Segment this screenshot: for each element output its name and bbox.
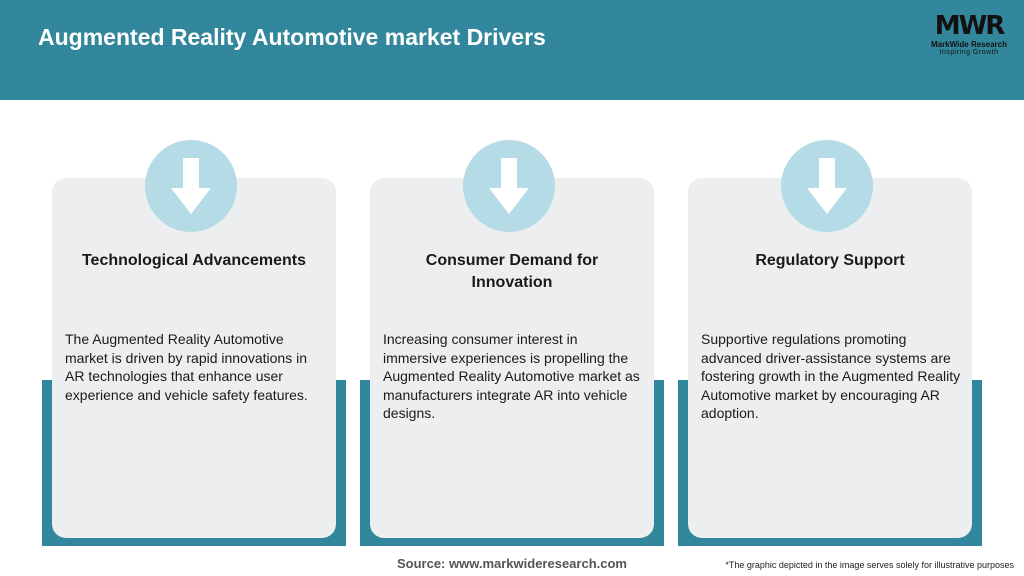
logo-name: MarkWide Research <box>931 40 1007 49</box>
driver-card-3: Regulatory Support Supportive regulation… <box>678 140 992 546</box>
illustrative-disclaimer: *The graphic depicted in the image serve… <box>725 560 1014 570</box>
card-title: Regulatory Support <box>755 252 905 269</box>
logo-tagline: Inspiring Growth <box>939 49 999 56</box>
card-title: Technological Advancements <box>81 252 307 269</box>
card-panel: Regulatory Support Supportive regulation… <box>688 140 972 538</box>
card-panel: Technological Advancements The Augmented… <box>52 140 336 538</box>
source-credit: Source: www.markwideresearch.com <box>396 556 627 571</box>
page-title: Augmented Reality Automotive market Driv… <box>38 24 546 50</box>
card-description: The Augmented Reality Automotive market … <box>65 331 308 403</box>
driver-card-1: Technological Advancements The Augmented… <box>42 140 356 546</box>
card-panel: Consumer Demand for Innovation Increasin… <box>370 140 654 538</box>
card-description: Supportive regulations promoting advance… <box>701 331 961 421</box>
driver-card-2: Consumer Demand for Innovation Increasin… <box>360 140 674 546</box>
logo-mark: MWR <box>934 11 1006 41</box>
card-description: Increasing consumer interest in immersiv… <box>383 331 640 421</box>
brand-logo: MWR MarkWide Research Inspiring Growth <box>924 12 1014 58</box>
down-arrow-icon <box>145 140 237 232</box>
header-banner: Augmented Reality Automotive market Driv… <box>0 0 1024 100</box>
down-arrow-icon <box>463 140 555 232</box>
down-arrow-icon <box>781 140 873 232</box>
card-title: Consumer Demand for Innovation <box>425 252 599 291</box>
